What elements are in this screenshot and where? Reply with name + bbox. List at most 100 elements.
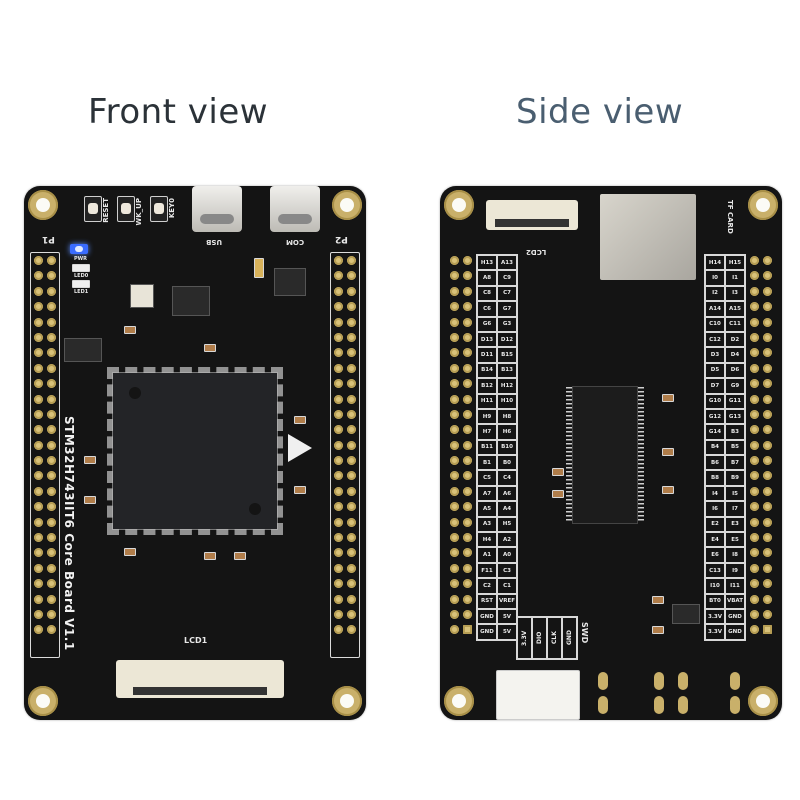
regulator-ic (64, 338, 102, 362)
swd-connector (496, 670, 580, 720)
header-pin (347, 548, 356, 558)
header-pin (763, 363, 772, 373)
header-pin (750, 332, 759, 342)
header-pin (34, 425, 43, 435)
header-pin (463, 440, 472, 450)
pin-label: G9 (725, 378, 745, 394)
header-pin (463, 486, 472, 496)
header-pin (750, 379, 759, 389)
pin-label: C8 (477, 285, 497, 302)
pin-label: C5 (477, 470, 497, 486)
header-pin (34, 332, 43, 342)
pin-label: B15 (497, 347, 517, 363)
pin-label: VBAT (725, 593, 745, 609)
pin-label: I1 (725, 270, 745, 286)
back-header-left (448, 254, 474, 639)
header-pin (47, 471, 56, 481)
header-pin (450, 425, 459, 435)
pin-label: C12 (705, 331, 725, 348)
header-pin (750, 563, 759, 573)
pin-label: D12 (497, 331, 517, 348)
header-pin (450, 394, 459, 404)
ldo-regulator (672, 604, 700, 624)
pin-label: A1 (477, 547, 497, 563)
header-pin (450, 440, 459, 450)
reset-label: RESET (102, 198, 110, 223)
lcd2-label: LCD2 (526, 248, 547, 256)
header-pin (450, 517, 459, 527)
header-pin (34, 456, 43, 466)
header-pin (34, 394, 43, 404)
pin-label: G3 (497, 316, 517, 332)
pin-label: A15 (725, 301, 745, 317)
header-pin (763, 379, 772, 389)
pin-label: H4 (477, 532, 497, 548)
header-pin (347, 502, 356, 512)
header-pin (47, 332, 56, 342)
header-pin (334, 394, 343, 404)
pin-label: G14 (705, 424, 725, 440)
fuse (254, 258, 264, 278)
pin-label: B8 (705, 470, 725, 486)
led0 (72, 264, 90, 272)
header-pin (47, 609, 56, 619)
pin-label: VREF (497, 593, 517, 609)
pin-label: G11 (725, 393, 745, 409)
header-pin (750, 440, 759, 450)
header-pin (450, 409, 459, 419)
led1 (72, 280, 90, 288)
header-pin (750, 363, 759, 373)
swd-pin-label: CLK (547, 617, 562, 659)
pin-label: C9 (497, 270, 517, 286)
header-pin (463, 517, 472, 527)
header-pin (763, 425, 772, 435)
lcd1-label: LCD1 (184, 636, 208, 645)
pin-label: G10 (705, 393, 725, 409)
pin-label: D11 (477, 347, 497, 363)
header-pin (450, 471, 459, 481)
header-pin (334, 471, 343, 481)
usb-c-port-usb (192, 186, 242, 232)
smd-component (124, 326, 136, 334)
pin-label: B1 (477, 455, 497, 471)
header-pin (463, 579, 472, 589)
usb-label: USB (206, 238, 223, 246)
header-pin (334, 533, 343, 543)
header-pin (463, 563, 472, 573)
mounting-hole (748, 686, 778, 716)
header-pin (34, 363, 43, 373)
pin-label: A0 (497, 547, 517, 563)
header-pin (334, 286, 343, 296)
header-pin (763, 302, 772, 312)
header-pin (47, 456, 56, 466)
front-view-title: Front view (88, 92, 269, 132)
header-pin (463, 302, 472, 312)
header-pin (763, 548, 772, 558)
header-pin (750, 486, 759, 496)
header-pin (450, 271, 459, 281)
crystal (130, 284, 154, 308)
pin-label: H10 (497, 393, 517, 409)
mounting-hole (28, 190, 58, 220)
pin-label: B9 (725, 470, 745, 486)
pin-label: D5 (705, 362, 725, 379)
pin-label: B13 (497, 362, 517, 379)
pin-label: I4 (705, 485, 725, 502)
smd-component (662, 448, 674, 456)
header-pin (763, 517, 772, 527)
pin-label: D13 (477, 331, 497, 348)
pin-label: A3 (477, 516, 497, 533)
pin-label: H12 (497, 378, 517, 394)
header-pin (763, 563, 772, 573)
side-view-title: Side view (516, 92, 684, 132)
header-pin (450, 502, 459, 512)
led0-label: LED0 (74, 273, 89, 279)
header-pin (463, 317, 472, 327)
header-pin (463, 456, 472, 466)
header-pin (463, 533, 472, 543)
header-pin (463, 348, 472, 358)
pin-label: E4 (705, 532, 725, 548)
header-pin (763, 409, 772, 419)
swd-pin-label: DIO (532, 617, 547, 659)
smd-component (652, 596, 664, 604)
